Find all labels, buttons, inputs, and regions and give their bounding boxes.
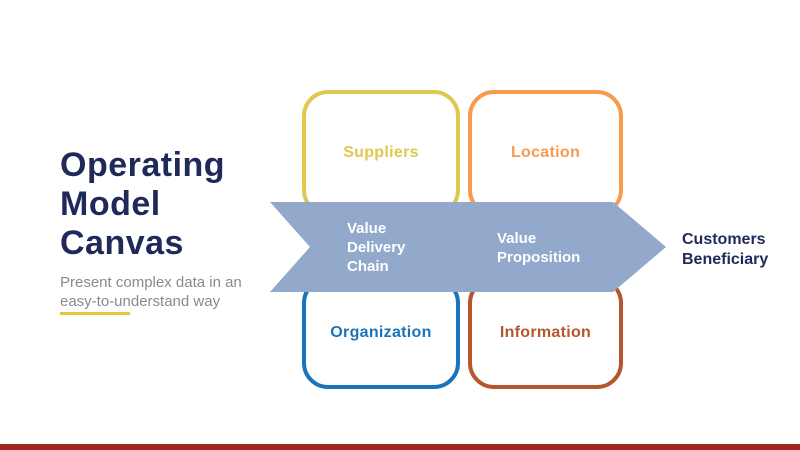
footer-accent-bar xyxy=(0,444,800,450)
card-organization-label: Organization xyxy=(330,324,432,341)
card-location: Location xyxy=(468,90,623,216)
card-information-label: Information xyxy=(499,324,592,341)
customers-beneficiary-label: Customers Beneficiary xyxy=(682,231,769,268)
card-suppliers-label: Suppliers xyxy=(343,144,419,161)
card-organization: Organization xyxy=(302,277,460,389)
arrow-segment-value-delivery-chain: Value Delivery Chain xyxy=(347,220,406,275)
intro-block: Operating Model Canvas Present complex d… xyxy=(60,146,280,311)
title-underline-divider xyxy=(60,312,130,315)
card-information: Information xyxy=(468,277,623,389)
card-location-label: Location xyxy=(510,144,581,161)
page-title: Operating Model Canvas xyxy=(60,146,226,262)
arrow-segment-value-proposition: Value Proposition xyxy=(497,230,581,266)
page-subtitle: Present complex data in an easy-to-under… xyxy=(60,274,242,310)
